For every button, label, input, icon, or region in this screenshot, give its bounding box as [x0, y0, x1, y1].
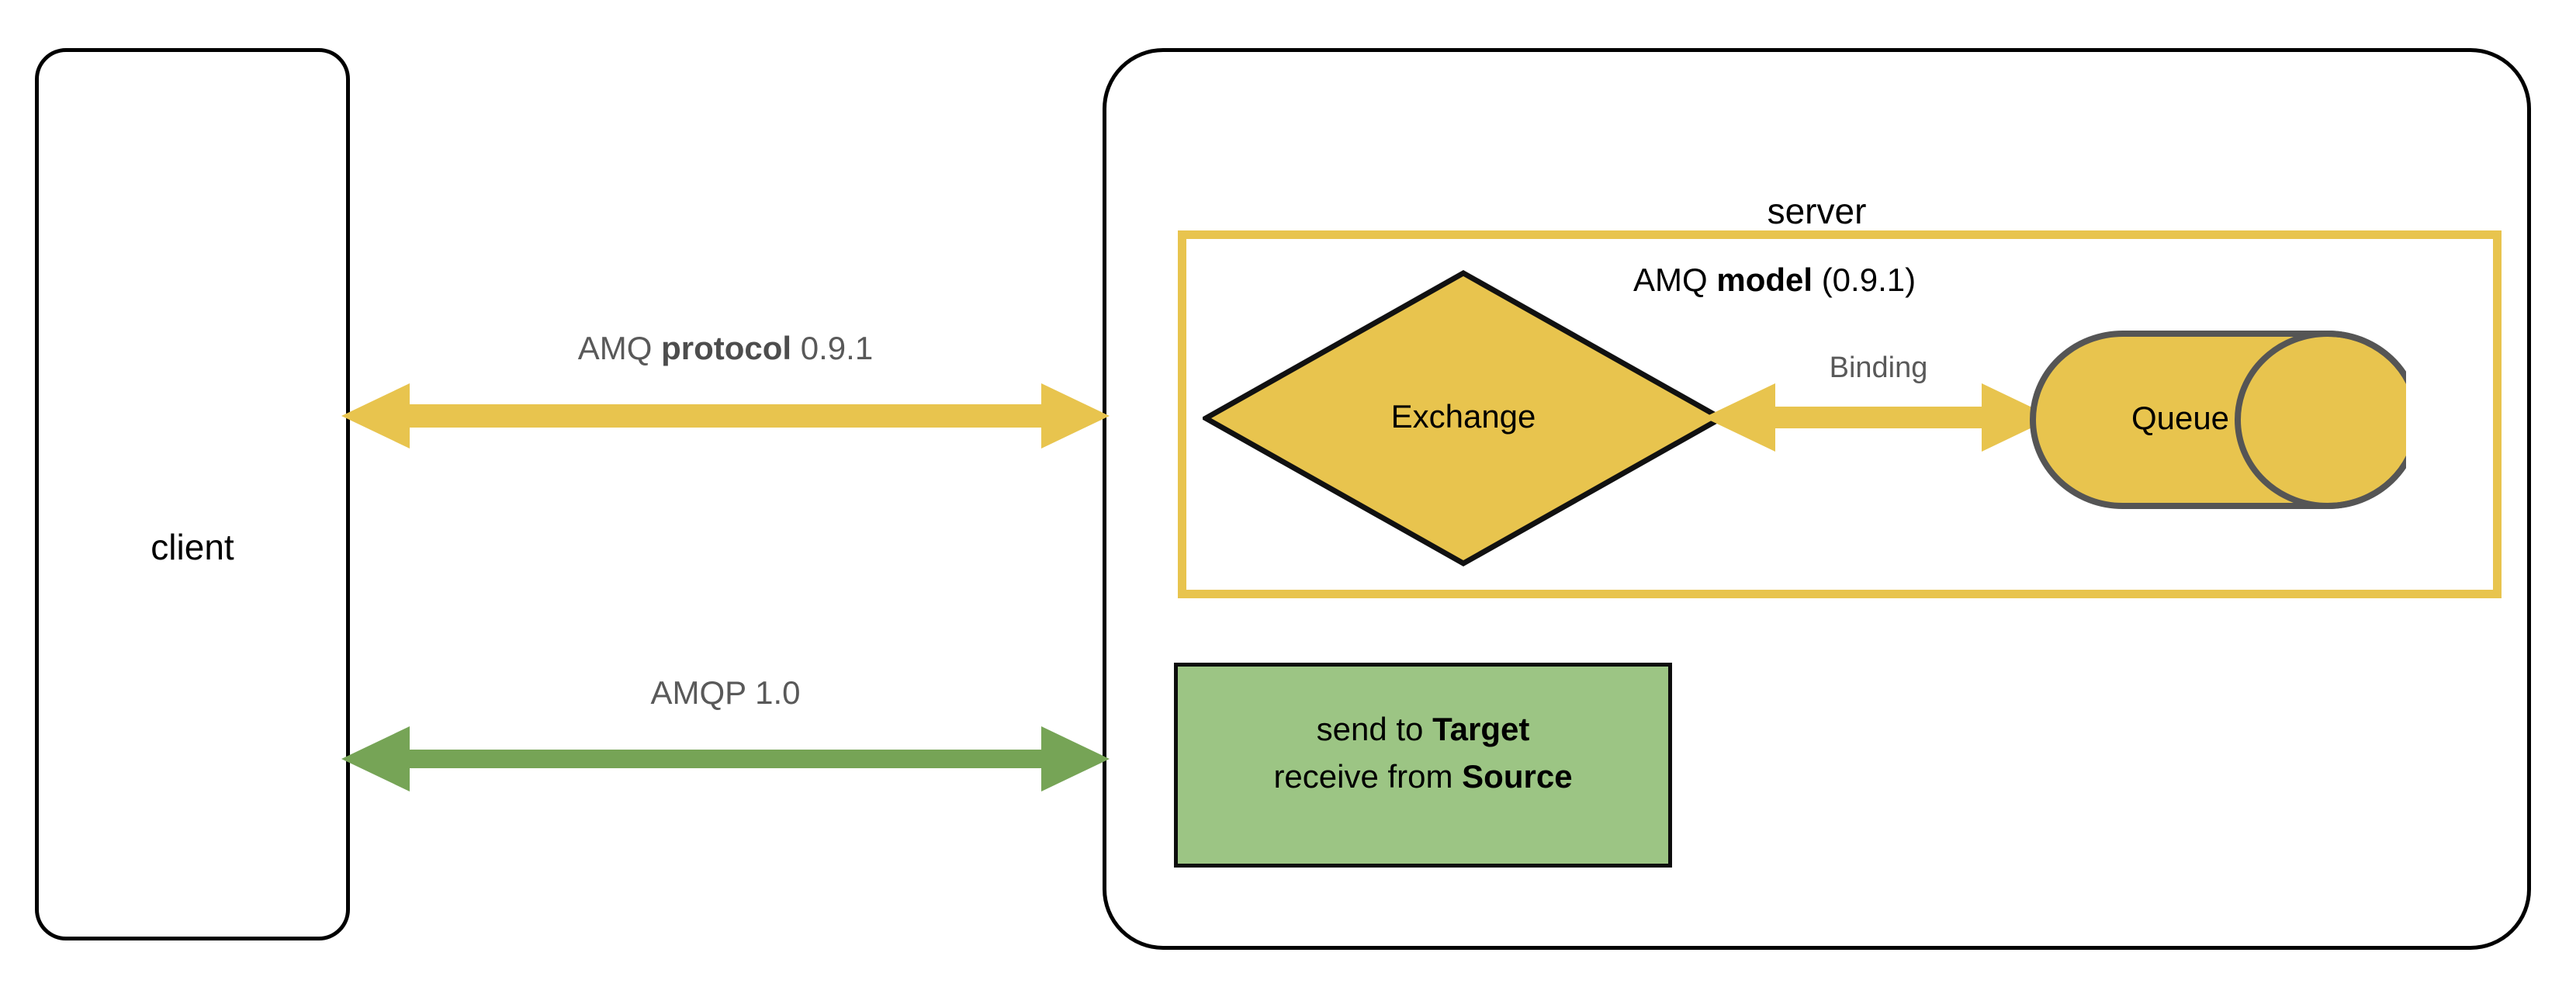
- amqp-note-line1-prefix: send to: [1316, 711, 1433, 747]
- exchange-diamond: [1203, 270, 1724, 566]
- amqp-note-text: send to Target receive from Source: [1174, 706, 1672, 801]
- amq-protocol-label-prefix: AMQ: [577, 330, 662, 366]
- exchange-shape: [1203, 270, 1724, 566]
- amq-model-frame: [1178, 230, 2502, 598]
- amqp-arrow: [341, 726, 1110, 791]
- amqp-note-box: [1174, 663, 1672, 868]
- amq-model-title: AMQ model (0.9.1): [1633, 264, 1916, 296]
- amq-protocol-arrow-shape: [341, 383, 1110, 449]
- binding-label: Binding: [1829, 352, 1928, 384]
- exchange-label: Exchange: [1390, 398, 1536, 435]
- amqp-label: AMQP 1.0: [650, 674, 801, 711]
- amqp-note-line2-prefix: receive from: [1273, 757, 1463, 795]
- amqp-note-line-1: send to Target: [1174, 706, 1672, 753]
- binding-arrow: [1704, 383, 2053, 452]
- amqp-note-line-2: receive from Source: [1174, 753, 1672, 801]
- queue-shape: [2030, 331, 2406, 509]
- amq-protocol-label: AMQ protocol 0.9.1: [341, 332, 1110, 365]
- amqp-note-line1-bold: Target: [1432, 711, 1530, 747]
- server-label: server: [1767, 191, 1867, 231]
- queue-end-cap: [2235, 331, 2406, 509]
- amq-protocol-label-suffix: 0.9.1: [791, 330, 874, 366]
- queue-label: Queue: [2131, 400, 2230, 436]
- amq-model-title-bold: model: [1716, 262, 1813, 298]
- amqp-note-line2-bold: Source: [1462, 757, 1573, 795]
- amq-protocol-label-bold: protocol: [661, 330, 792, 366]
- client-label: client: [151, 527, 234, 567]
- client-panel: client: [35, 48, 350, 940]
- amq-model-title-suffix: (0.9.1): [1813, 262, 1916, 298]
- amqp-arrow-shape: [341, 726, 1110, 791]
- amq-protocol-arrow: [341, 383, 1110, 449]
- binding-arrow-shape: [1704, 383, 2053, 452]
- amq-model-title-prefix: AMQ: [1633, 262, 1717, 298]
